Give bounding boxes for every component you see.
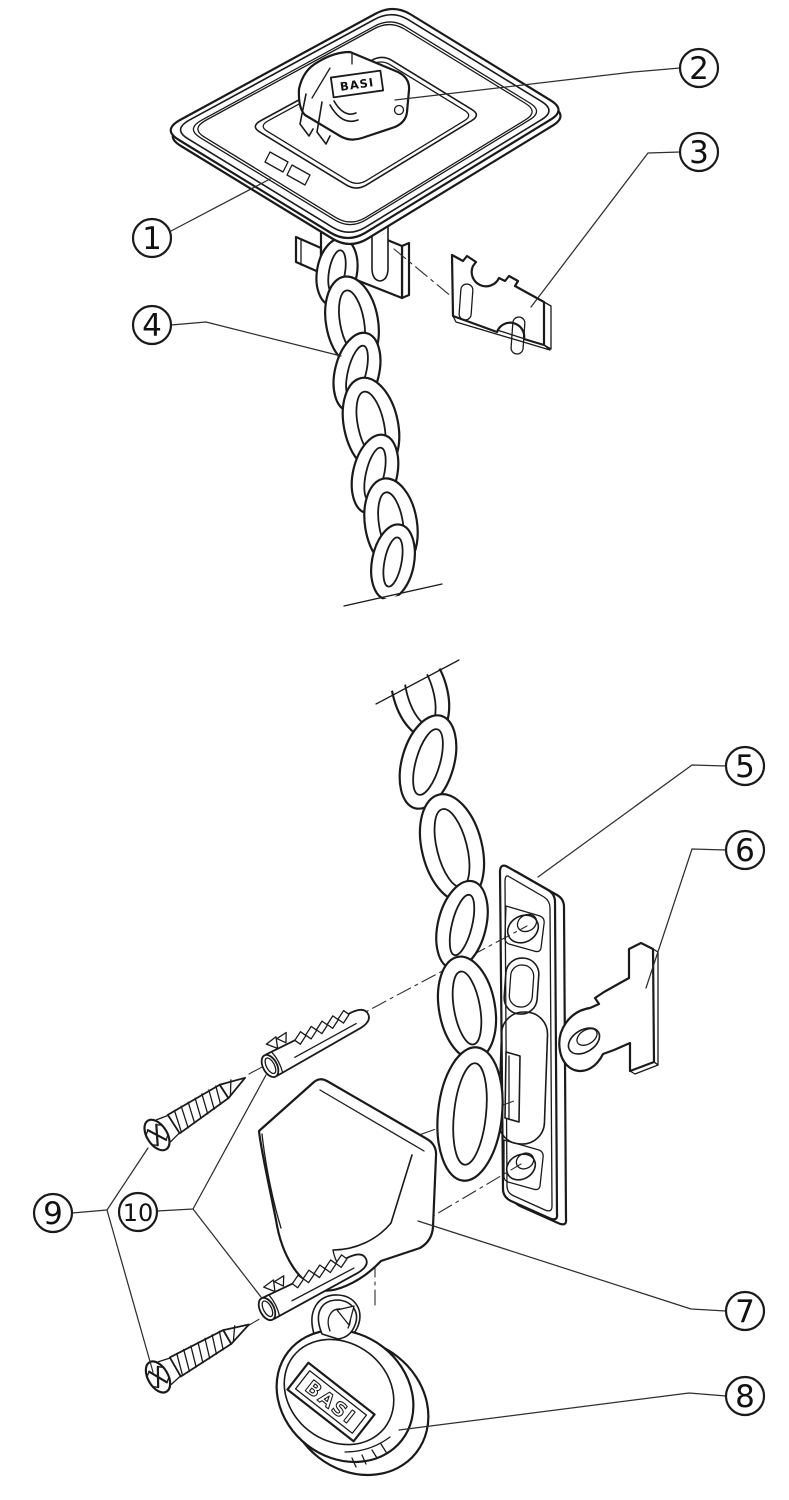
- hanger-slot: [371, 220, 389, 282]
- chain-link: [398, 714, 458, 810]
- plate-chain-slot: [504, 1051, 521, 1123]
- mounting-screw: [138, 1062, 256, 1156]
- chain-link: [435, 879, 489, 971]
- svg-text:9: 9: [43, 1196, 63, 1232]
- chain-cut-line: [343, 583, 443, 607]
- chain-retainer-clip: [450, 253, 552, 355]
- wall-plug: [252, 992, 375, 1081]
- slider-basi-badge: BASI: [329, 69, 385, 99]
- slider-button: [393, 104, 405, 116]
- chain-cut-line: [375, 659, 460, 705]
- slider-brand-text: BASI: [339, 75, 375, 94]
- recess-catch-slot: [264, 151, 289, 173]
- svg-text:10: 10: [123, 1199, 154, 1227]
- padlock: BASI: [275, 1294, 430, 1477]
- callout-3: 3: [678, 131, 720, 173]
- plate-oval-slot: [503, 957, 540, 1015]
- callout-4: 4: [131, 304, 173, 346]
- callout-1: 1: [131, 217, 173, 259]
- leader-5: [537, 764, 727, 878]
- padlock-keyway-cover: [344, 1436, 391, 1453]
- alignment-line: [393, 248, 453, 298]
- chain-link: [436, 955, 498, 1061]
- keeper-bracket: [558, 941, 659, 1075]
- plate-recess: [255, 57, 476, 188]
- retainer-slot: [458, 283, 474, 321]
- svg-text:5: 5: [735, 749, 755, 785]
- wall-mount-plate: [497, 864, 568, 1226]
- svg-text:3: 3: [689, 135, 709, 171]
- leader-7: [417, 1220, 727, 1312]
- svg-text:6: 6: [735, 833, 755, 869]
- keeper-hole: [567, 1027, 601, 1055]
- leader-6: [645, 848, 727, 989]
- callout-5: 5: [724, 745, 766, 787]
- callout-6: 6: [724, 829, 766, 871]
- callout-10: 10: [117, 1191, 159, 1233]
- svg-text:7: 7: [735, 1294, 755, 1330]
- recess-catch-slot: [286, 164, 311, 186]
- slider-u-slot: [329, 100, 359, 123]
- leader-10b: [192, 1208, 262, 1298]
- svg-text:4: 4: [142, 308, 162, 344]
- alignment-line: [248, 925, 528, 1075]
- slider-latch: BASI: [297, 50, 411, 145]
- chain-link: [436, 1046, 504, 1182]
- leader-lines: [71, 67, 727, 1431]
- leader-4: [170, 321, 342, 357]
- svg-text:8: 8: [735, 1379, 755, 1415]
- leader-1: [170, 178, 271, 232]
- callout-9: 9: [32, 1192, 74, 1234]
- leader-3: [530, 151, 681, 308]
- chain-lower-section: [350, 600, 504, 1182]
- leader-2: [394, 67, 681, 101]
- retainer-slot: [510, 316, 526, 355]
- leader-8: [398, 1392, 727, 1431]
- callout-2: 2: [678, 47, 720, 89]
- svg-text:2: 2: [689, 51, 709, 87]
- svg-text:1: 1: [142, 221, 162, 257]
- mounting-screw: [139, 1308, 259, 1398]
- leader-9b: [106, 1209, 154, 1373]
- chain-link: [418, 793, 486, 903]
- callout-7: 7: [724, 1290, 766, 1332]
- callout-8: 8: [724, 1375, 766, 1417]
